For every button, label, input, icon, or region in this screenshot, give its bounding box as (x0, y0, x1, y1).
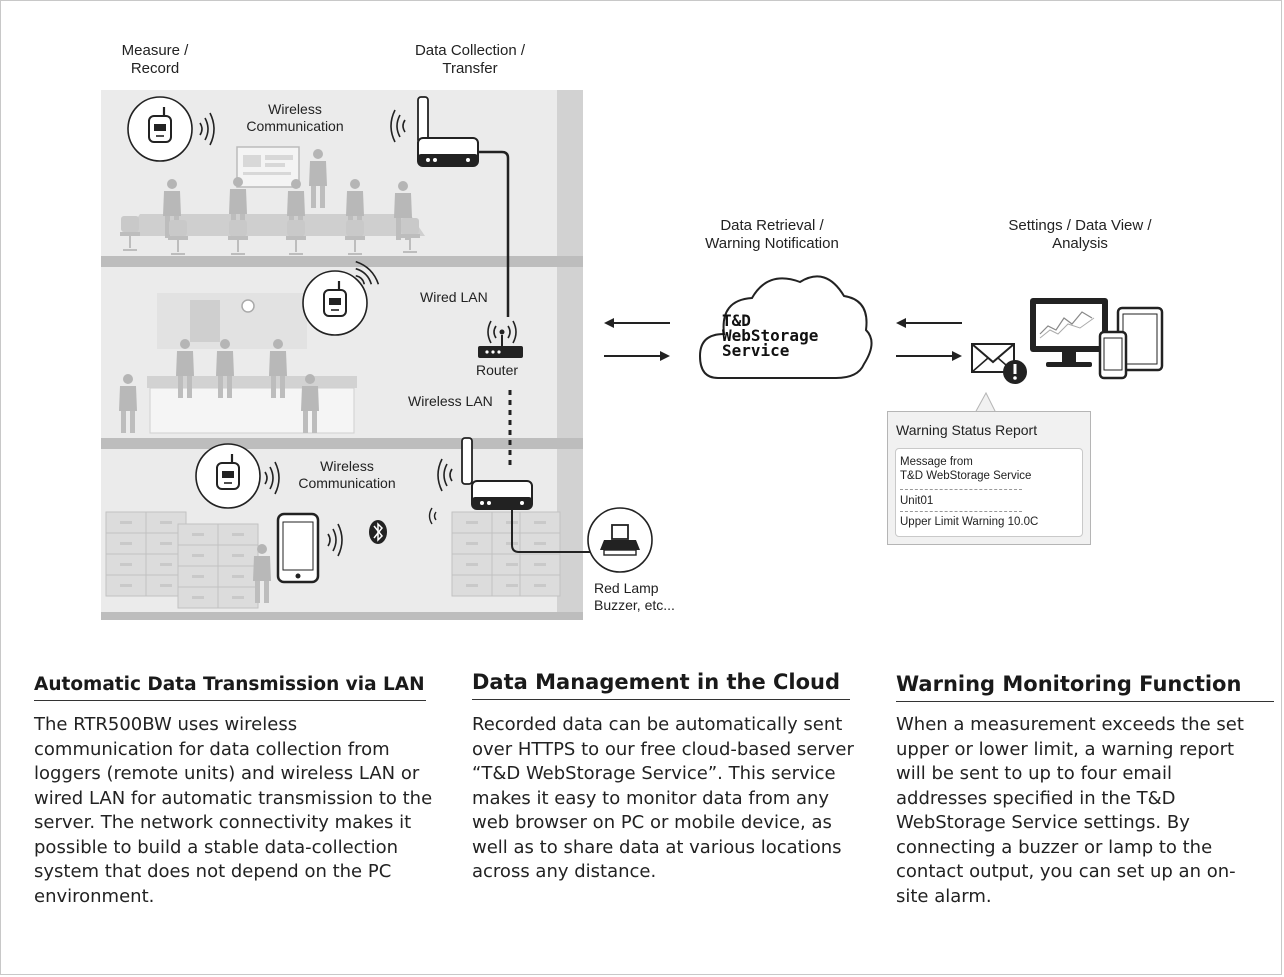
label-data-retrieval: Data Retrieval /Warning Notification (705, 217, 839, 252)
tablet-icon (1116, 306, 1164, 372)
email-warning-icon (971, 343, 1027, 384)
column-heading-warning: Warning Monitoring Function (896, 672, 1274, 702)
report-title: Warning Status Report (896, 422, 1038, 438)
column-heading-lan: Automatic Data Transmission via LAN (34, 674, 426, 701)
label-wireless-lan: Wireless LAN (408, 393, 493, 409)
base-unit-top (390, 96, 479, 167)
lamp-buzzer-icon (587, 507, 653, 573)
column-body-cloud: Recorded data can be automatically sent … (472, 714, 854, 882)
base-wave-small-icon (428, 507, 437, 525)
phone-icon (1098, 330, 1128, 380)
report-warning: Upper Limit Warning 10.0C (900, 516, 1039, 528)
monitor-icon (1030, 298, 1108, 367)
cloud-service-name: T&D WebStorage Service (722, 311, 819, 360)
contact-output-cable (511, 508, 596, 553)
base-unit-bottom (437, 437, 533, 510)
reception-scene (119, 293, 357, 434)
wired-lan-cable (478, 150, 510, 317)
label-measure-record: Measure /Record (121, 42, 189, 77)
arrows-left (604, 318, 670, 361)
report-message-box: Message from T&D WebStorage Service Unit… (895, 448, 1083, 537)
building-side-wall (557, 90, 583, 620)
label-data-collection: Data Collection /Transfer (414, 42, 526, 77)
floor-slab-3 (101, 612, 583, 620)
smartphone-icon (276, 512, 343, 584)
meeting-room-scene (119, 146, 425, 255)
report-message-line-1: Message from (900, 456, 973, 468)
label-settings-data-view: Settings / Data View /Analysis (1008, 217, 1152, 252)
report-unit: Unit01 (900, 495, 934, 507)
warning-status-report: Warning Status Report Message from T&D W… (887, 411, 1091, 545)
column-body-lan: The RTR500BW uses wireless communication… (34, 714, 433, 907)
floor-slab-2 (101, 438, 583, 449)
bluetooth-icon (369, 520, 387, 544)
report-callout-pointer (974, 391, 997, 414)
router-icon (478, 320, 523, 358)
floor-slab-1 (101, 256, 583, 267)
column-body-warning: When a measurement exceeds the set upper… (896, 714, 1244, 907)
arrows-right (896, 318, 962, 361)
column-heading-cloud: Data Management in the Cloud (472, 670, 850, 700)
cloud-icon (698, 275, 873, 379)
label-wired-lan: Wired LAN (420, 289, 488, 305)
label-router: Router (476, 362, 519, 378)
report-message-line-2: T&D WebStorage Service (900, 470, 1032, 482)
